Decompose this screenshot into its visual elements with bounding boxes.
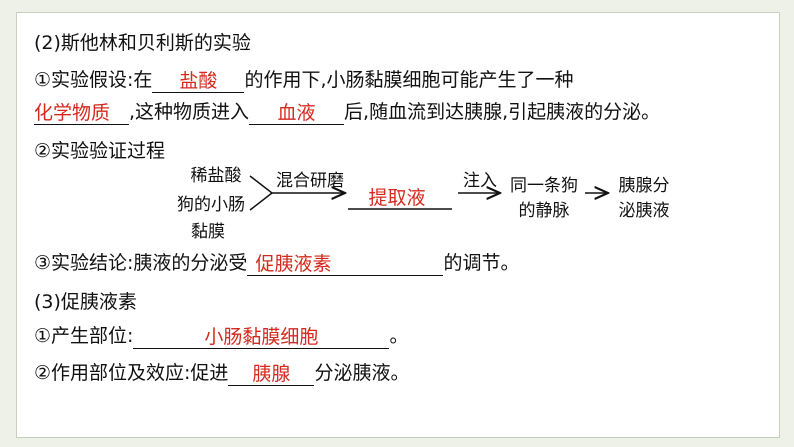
- flow-step1-label: 混合研磨: [276, 171, 344, 191]
- hypothesis-prefix: ①实验假设:在: [34, 69, 153, 91]
- answer-blood: 血液: [277, 102, 316, 124]
- flow-target-2: 的静脉: [518, 201, 570, 221]
- effect-suffix: 分泌胰液。: [314, 362, 410, 384]
- blank-intestinal-mucosa-cells: 小肠黏膜细胞: [133, 324, 390, 349]
- conclusion-suffix: 的调节。: [443, 252, 520, 274]
- blank-chemical-substance: 化学物质: [34, 100, 129, 125]
- answer-secretin: 促胰液素: [255, 253, 332, 275]
- hypothesis-mid1: 的作用下,小肠黏膜细胞可能产生了一种: [244, 69, 574, 91]
- flow-result-2: 泌胰液: [618, 201, 670, 221]
- hypothesis-line-1: ①实验假设:在 盐酸 的作用下,小肠黏膜细胞可能产生了一种: [34, 67, 573, 93]
- hypothesis-line-2: 化学物质 ,这种物质进入 血液 后,随血流到达胰腺,引起胰液的分泌。: [34, 99, 660, 125]
- flow-input-1: 稀盐酸: [190, 166, 242, 186]
- hypothesis-mid2: ,这种物质进入: [129, 101, 250, 123]
- blank-secretin: 促胰液素: [247, 251, 444, 276]
- flow-input-2: 狗的小肠: [177, 195, 245, 215]
- flow-result-1: 胰腺分: [618, 176, 670, 196]
- blank-blood: 血液: [249, 100, 345, 125]
- conclusion-prefix: ③实验结论:胰液的分泌受: [34, 252, 248, 274]
- section2-title: (2)斯他林和贝利斯的实验: [34, 32, 251, 54]
- production-site-suffix: 。: [389, 325, 409, 347]
- effect-line: ②作用部位及效应:促进 胰腺 分泌胰液。: [34, 360, 409, 386]
- blank-pancreas: 胰腺: [228, 361, 315, 386]
- flow-answer-extract: 提取液: [368, 187, 426, 209]
- flow-input-3: 黏膜: [191, 222, 225, 242]
- blank-hydrochloric-acid: 盐酸: [152, 68, 245, 93]
- section3-title: (3)促胰液素: [34, 291, 137, 313]
- slide: [16, 12, 780, 438]
- process-title: ②实验验证过程: [34, 140, 166, 162]
- answer-hydrochloric-acid: 盐酸: [179, 70, 218, 92]
- flow-step2-label: 注入: [463, 171, 497, 191]
- conclusion-line: ③实验结论:胰液的分泌受促胰液素 的调节。: [34, 250, 519, 276]
- effect-prefix: ②作用部位及效应:促进: [34, 362, 229, 384]
- answer-intestinal-mucosa-cells: 小肠黏膜细胞: [204, 326, 319, 348]
- answer-pancreas: 胰腺: [252, 363, 291, 385]
- flow-target-1: 同一条狗: [510, 176, 578, 196]
- production-site-prefix: ①产生部位:: [34, 325, 134, 347]
- hypothesis-suffix: 后,随血流到达胰腺,引起胰液的分泌。: [344, 101, 661, 123]
- production-site-line: ①产生部位: 小肠黏膜细胞 。: [34, 323, 408, 349]
- answer-chemical-substance: 化学物质: [34, 102, 111, 124]
